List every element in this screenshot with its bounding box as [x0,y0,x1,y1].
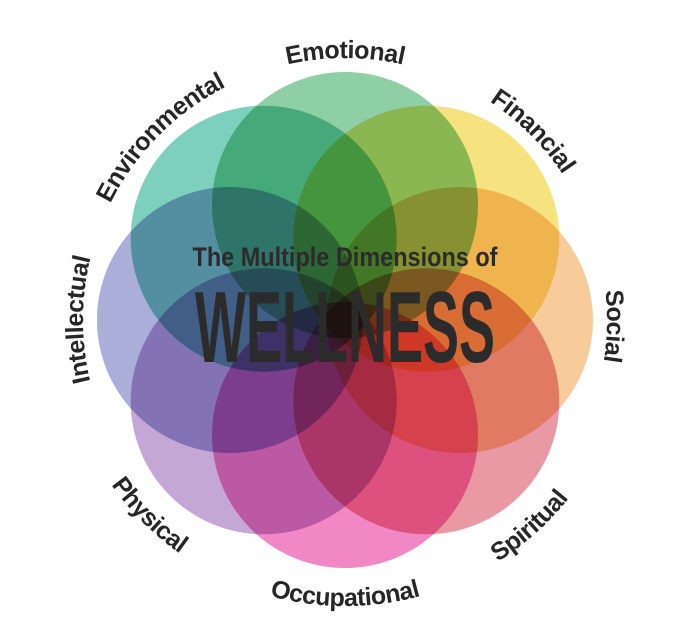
circle-environmental [130,105,397,372]
circle-group [97,72,593,568]
label-intellectual: Intellectual [61,253,96,386]
label-social: Social [598,289,629,365]
label-emotional: Emotional [283,36,407,70]
diagram-title: WELLNESS [195,272,495,384]
label-occupational: Occupational [268,575,422,612]
diagram-subtitle: The Multiple Dimensions of [193,242,499,272]
